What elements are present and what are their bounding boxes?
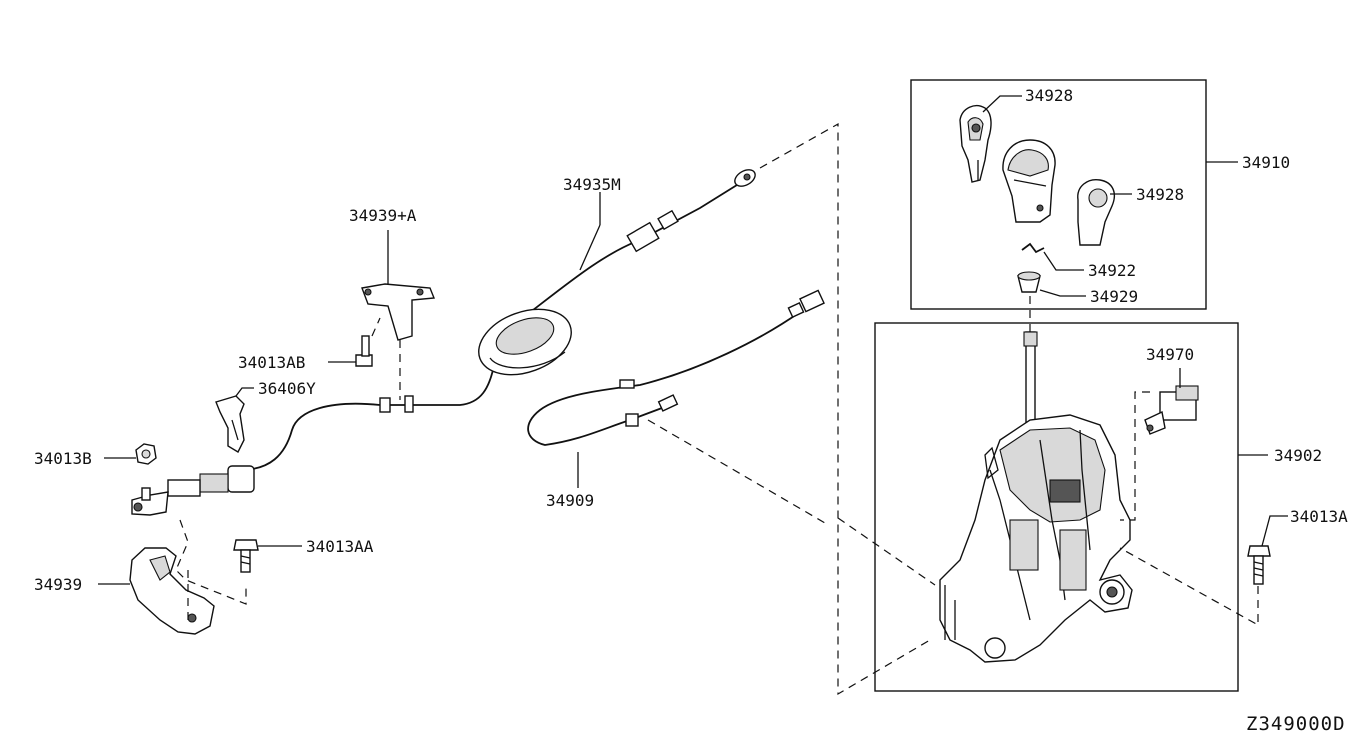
label-34013A: 34013A: [1290, 507, 1348, 526]
label-36406Y: 36406Y: [258, 379, 316, 398]
bracket-projection-lower: [175, 519, 247, 625]
label-34928-top: 34928: [1025, 86, 1073, 105]
label-34928-right: 34928: [1136, 185, 1184, 204]
label-34902: 34902: [1274, 446, 1322, 465]
bolt-34013AB: [355, 335, 373, 367]
knob-finisher-left: [959, 104, 992, 183]
control-cable: [131, 169, 756, 516]
label-34013AB: 34013AB: [238, 353, 305, 372]
shift-lever-rod: [1023, 331, 1038, 429]
label-34970: 34970: [1146, 345, 1194, 364]
shifter-housing: [939, 414, 1133, 663]
selector-knob: [1002, 139, 1056, 223]
shift-position-switch: [1144, 385, 1199, 435]
bolt-34013A-projection: [1119, 547, 1259, 627]
label-34939: 34939: [34, 575, 82, 594]
shifter-group-box: [874, 322, 1239, 692]
knob-finisher-right: [1077, 179, 1116, 246]
drawing-code: Z349000D: [1246, 713, 1346, 735]
bolt-34013AA: [233, 539, 259, 573]
leader-34013A: [1261, 515, 1288, 547]
knob-bushing: [1017, 271, 1041, 293]
nut-34013B: [135, 443, 157, 465]
leader-34928-top: [982, 95, 1022, 113]
label-34013B: 34013B: [34, 449, 92, 468]
inner-cable: [527, 289, 825, 446]
bolt-34013AB-projection: [371, 317, 381, 337]
clip-36406Y: [215, 395, 245, 453]
label-34935M: 34935M: [563, 175, 621, 194]
switch-projection: [1120, 391, 1150, 521]
knob-group-box: [910, 79, 1207, 310]
label-34910: 34910: [1242, 153, 1290, 172]
leader-34929: [1039, 289, 1086, 297]
knob-clip: [1021, 242, 1045, 254]
leader-36406Y: [235, 387, 254, 397]
label-34909: 34909: [546, 491, 594, 510]
label-34013AA: 34013AA: [306, 537, 374, 556]
label-34929: 34929: [1090, 287, 1138, 306]
label-34939A: 34939+A: [349, 206, 417, 225]
label-34922: 34922: [1088, 261, 1136, 280]
leader-34922: [1043, 251, 1084, 271]
bracket-34939: [129, 547, 215, 635]
projection-dashes: [647, 122, 936, 696]
bolt-34013A: [1247, 545, 1271, 585]
bracket-34939A: [361, 283, 435, 341]
